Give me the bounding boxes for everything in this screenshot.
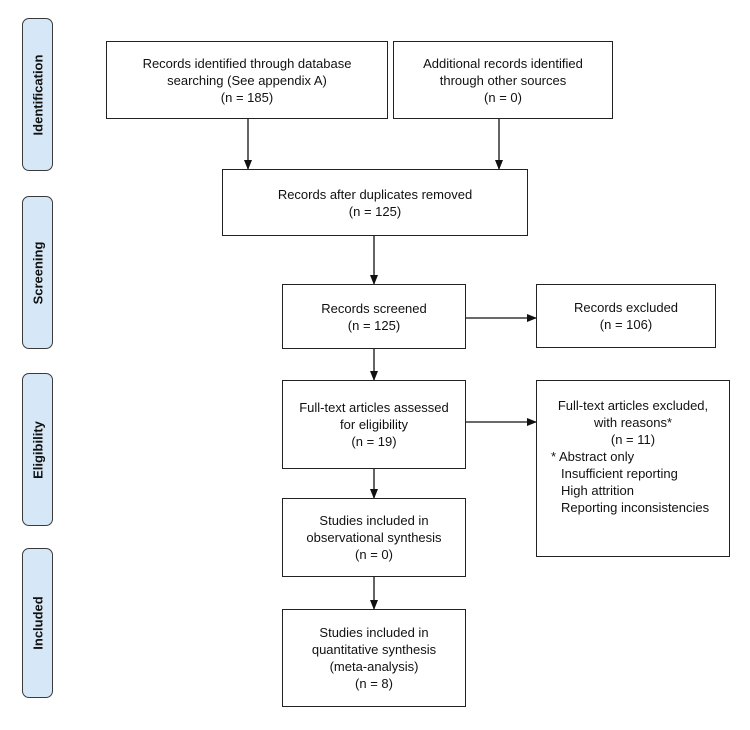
box-text: Records identified through database [142, 55, 352, 71]
box-text: quantitative synthesis [311, 642, 437, 657]
box-duplicates-removed: Records after duplicates removed (n = 12… [222, 169, 528, 236]
exclusion-reason: * Abstract only [551, 449, 635, 464]
box-count: (n = 185) [220, 89, 274, 105]
box-count: (n = 8) [355, 676, 393, 691]
box-text: Records screened [321, 300, 427, 316]
box-text: Studies included in [319, 513, 429, 528]
box-other-sources: Additional records identified through ot… [393, 41, 613, 119]
box-count: (n = 125) [348, 203, 402, 219]
box-text: (meta-analysis) [329, 659, 419, 674]
exclusion-reason: Insufficient reporting [561, 466, 678, 481]
box-text: Records after duplicates removed [277, 186, 473, 202]
phase-included: Included [22, 548, 53, 698]
box-quantitative-synthesis: Studies included in quantitative synthes… [282, 609, 466, 707]
exclusion-reason: High attrition [561, 483, 634, 498]
box-text: for eligibility [340, 417, 408, 432]
box-text: Records excluded [573, 300, 679, 315]
box-text: searching (See appendix A) [167, 72, 327, 88]
box-records-excluded: Records excluded (n = 106) [536, 284, 716, 348]
exclusion-reason: Reporting inconsistencies [561, 500, 710, 515]
phase-screening: Screening [22, 196, 53, 349]
box-text: Full-text articles assessed [299, 400, 449, 415]
box-text: observational synthesis [306, 530, 442, 545]
exclusion-reasons-list: * Abstract only Insufficient reporting H… [543, 448, 709, 516]
box-count: (n = 106) [599, 317, 653, 332]
box-database-records: Records identified through database sear… [106, 41, 388, 119]
box-records-screened: Records screened (n = 125) [282, 284, 466, 349]
box-text: with reasons* [593, 415, 673, 430]
box-text: through other sources [439, 72, 567, 88]
box-count: (n = 19) [351, 434, 397, 449]
box-text: Full-text articles excluded, [557, 398, 709, 413]
box-full-text-excluded: Full-text articles excluded, with reason… [536, 380, 730, 557]
box-text: Studies included in [319, 625, 429, 640]
box-count: (n = 0) [355, 547, 393, 562]
box-count: (n = 125) [347, 317, 401, 333]
box-observational-synthesis: Studies included in observational synthe… [282, 498, 466, 577]
box-count: (n = 0) [484, 89, 522, 105]
phase-eligibility: Eligibility [22, 373, 53, 526]
box-count: (n = 11) [610, 432, 656, 447]
box-text: Additional records identified [423, 55, 583, 71]
box-full-text-assessed: Full-text articles assessed for eligibil… [282, 380, 466, 469]
phase-identification: Identification [22, 18, 53, 171]
